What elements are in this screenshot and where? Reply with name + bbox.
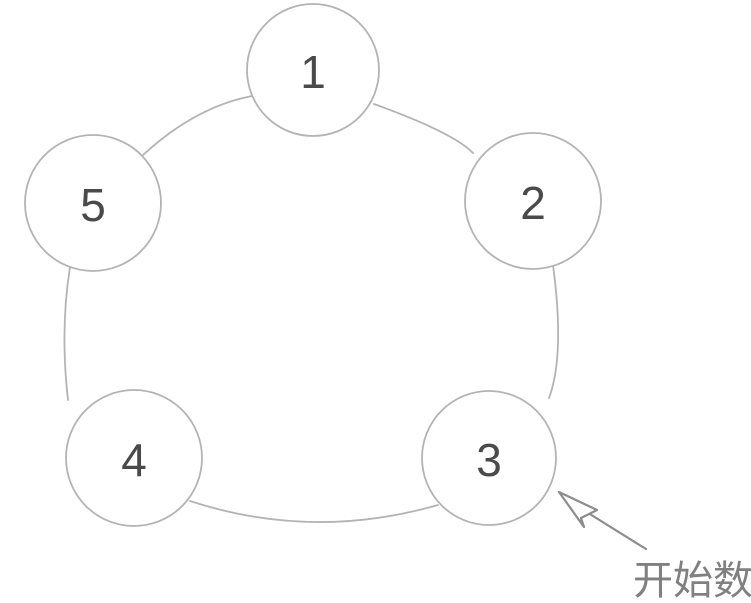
start-annotation: 开始数 bbox=[557, 490, 751, 603]
node-4-circle[interactable] bbox=[65, 389, 203, 527]
annotation-label: 开始数 bbox=[633, 558, 751, 603]
node-3-label: 3 bbox=[476, 434, 502, 486]
node-4-label: 4 bbox=[121, 434, 147, 486]
edge-node4-node5 bbox=[63, 266, 71, 401]
edge-node3-node4 bbox=[189, 500, 439, 523]
nodes: 1 2 3 4 5 bbox=[24, 3, 602, 527]
node-3[interactable]: 3 bbox=[421, 390, 557, 526]
edge-node5-node1 bbox=[142, 95, 253, 156]
node-2-circle[interactable] bbox=[464, 132, 602, 270]
node-5[interactable]: 5 bbox=[24, 134, 162, 272]
node-5-label: 5 bbox=[80, 179, 106, 231]
annotation-arrow-shaft bbox=[583, 509, 648, 551]
node-5-circle[interactable] bbox=[24, 134, 162, 272]
edge-node1-node2 bbox=[373, 103, 474, 154]
node-2-label: 2 bbox=[520, 177, 546, 229]
node-1-label: 1 bbox=[300, 46, 326, 98]
annotation-arrow-head-icon bbox=[557, 490, 599, 529]
ring-edges bbox=[63, 95, 560, 523]
edge-node2-node3 bbox=[548, 264, 560, 399]
node-4[interactable]: 4 bbox=[65, 389, 203, 527]
node-1[interactable]: 1 bbox=[246, 3, 380, 137]
node-3-circle[interactable] bbox=[421, 390, 557, 526]
node-1-circle[interactable] bbox=[246, 3, 380, 137]
node-2[interactable]: 2 bbox=[464, 132, 602, 270]
